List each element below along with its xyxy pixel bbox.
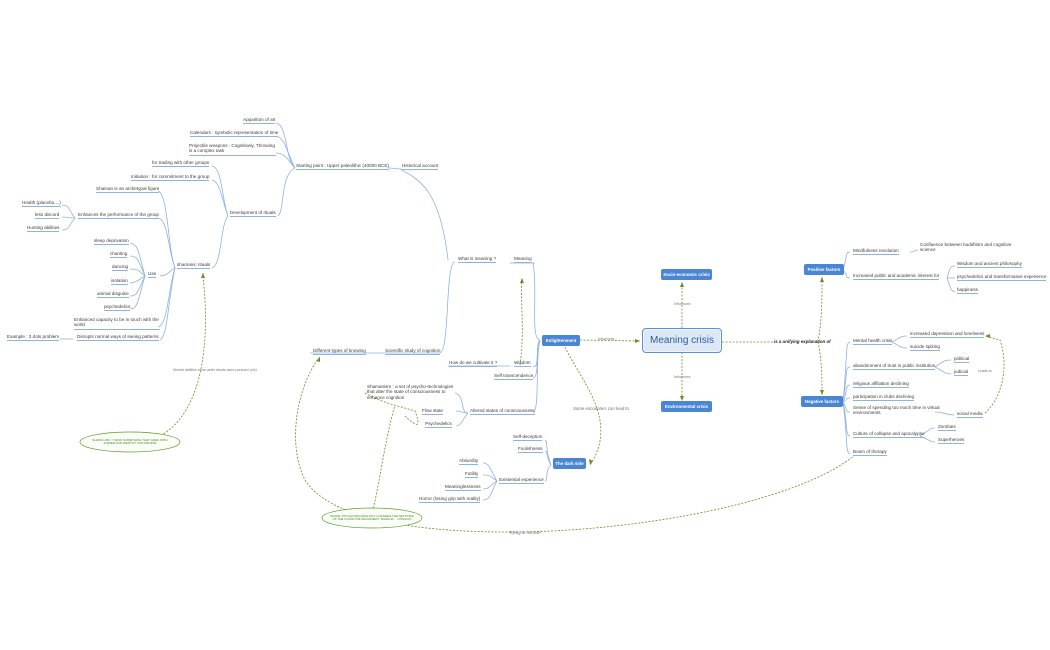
historical-account[interactable]: Historical account (402, 163, 439, 171)
note-oval-2 (321, 507, 423, 529)
scientific-study-of-cognition[interactable]: Scientific study of cognition (385, 348, 441, 356)
wisdom[interactable]: Wisdom (514, 360, 531, 368)
topic-environmental-crisis[interactable]: Environmental crisis (661, 401, 712, 412)
use-dancing[interactable]: dancing (112, 264, 129, 272)
shamanic-rituals[interactable]: shamanic rituals (177, 262, 211, 270)
relation-label: Influences (598, 337, 615, 341)
relation-leads-to: Leads to (978, 369, 992, 373)
psychedelics[interactable]: Psychedelics (425, 421, 452, 429)
social-media[interactable]: social media (957, 411, 983, 419)
foolishness[interactable]: Foolishness (518, 446, 543, 454)
relation-label: Influences (674, 375, 691, 379)
self-deception[interactable]: Self-deception (513, 434, 543, 442)
note-psychotechnology: SHAPE: PSYCHOTECHNOLOGY CHANGES THE SETT… (330, 513, 414, 521)
note-oval-1 (79, 431, 181, 453)
religious-affiliation[interactable]: religious affiliation declining (853, 381, 909, 389)
shamanism-definition[interactable]: Shamanism : a set of psycho-technologies… (367, 384, 454, 400)
use-sleep-deprivation[interactable]: sleep deprivation (94, 238, 129, 246)
clubs-declining[interactable]: participation in clubs declining (853, 394, 915, 402)
use-chanting[interactable]: chanting (110, 251, 128, 259)
topic-the-dark-side[interactable]: The dark side (553, 458, 586, 469)
boom-of-therapy[interactable]: Boom of therapy (853, 449, 887, 457)
topic-enlightenment[interactable]: Enlightenment (542, 335, 580, 346)
confluence-buddhism[interactable]: Confluence between buddhism and cognitiv… (920, 242, 1012, 253)
note-power-identity: SHAPE LINK: I THINK SOMETHING THAT GOES … (92, 437, 168, 445)
development-of-rituals[interactable]: Development of rituals (230, 210, 276, 218)
wisdom-ancient-philosophy[interactable]: Wisdom and ancient philosophy (957, 261, 1022, 269)
flow-state[interactable]: Flow state (422, 408, 443, 416)
apparition-of-art[interactable]: Apparition of art (243, 117, 276, 125)
superheroes[interactable]: Superheroes (938, 437, 965, 445)
altered-states[interactable]: Altered states of consciousness (470, 408, 535, 416)
culture-of-collapse[interactable]: Culture of collapse and apocalypse (853, 431, 925, 439)
use[interactable]: Use (148, 271, 157, 279)
meaning[interactable]: Meaning (514, 256, 532, 264)
zombies[interactable]: Zombies (938, 424, 956, 432)
relation-label: Influences (674, 302, 691, 306)
self-transcendence[interactable]: Self transcendence (494, 373, 534, 381)
use-animal-disguise[interactable]: animal disguise (97, 291, 129, 299)
mental-health-crisis[interactable]: Mental health crisis (853, 338, 893, 346)
initiation[interactable]: Initiation : for commitment to the group (131, 174, 210, 182)
enhanced-capacity[interactable]: Enhanced capacity to be in touch with th… (74, 317, 160, 330)
increased-public-interest[interactable]: Increased public and academic interest f… (853, 273, 940, 281)
starting-point[interactable]: Starting point : Upper paleolithic (4000… (296, 163, 389, 171)
less-discord[interactable]: less discord (35, 212, 60, 220)
for-trading[interactable]: for trading with other groups (152, 160, 210, 168)
relation-trying-to-recover: Trying to recover (509, 530, 541, 535)
projectile-weapons[interactable]: Projectile weapons : Cognitively, Throwi… (189, 143, 276, 156)
meaninglessness[interactable]: Meaninglessness (445, 484, 481, 492)
enhances-performance[interactable]: Enhances the performance of the group (78, 212, 159, 220)
relation-unifying-explanation: is a unifying explanation of (774, 339, 831, 344)
use-isolation[interactable]: isolation (111, 278, 128, 286)
use-psychedelics[interactable]: psychedelics (104, 304, 131, 312)
judicial[interactable]: judicial (954, 369, 969, 377)
different-types-of-knowing[interactable]: Different types of knowing (313, 348, 366, 356)
what-is-meaning[interactable]: What is meaning ? (458, 256, 497, 264)
topic-socio-economic-crisis[interactable]: Socio-economic crisis (661, 269, 712, 280)
suicide-spiking[interactable]: suicide spiking (910, 344, 940, 352)
existential-experience[interactable]: Existential experience (499, 477, 544, 485)
virtual-environments[interactable]: Sense of spending too much time in virtu… (853, 405, 940, 416)
relation-some-encounters: Some encounters can lead to (573, 406, 629, 411)
futility[interactable]: Futility (465, 471, 479, 479)
abandonment-of-trust[interactable]: abandonment of trust in public instituti… (853, 363, 936, 371)
health-placebo[interactable]: Health (placebo,...) (22, 200, 61, 208)
how-do-we-cultivate[interactable]: How do we cultivate it ? (449, 360, 498, 368)
increased-depression[interactable]: increased depression and loneliness (910, 331, 985, 339)
mindfulness-revolution[interactable]: Mindfulness revolution (853, 248, 899, 256)
relation-mental-abilities: Mental abilities more while rituals were… (173, 368, 257, 372)
hunting-abilities[interactable]: Hunting abilities (27, 225, 60, 233)
horror[interactable]: Horror (losing grip with reality) (419, 496, 481, 504)
disrupts-patterns[interactable]: Disrupts normal ways of seeing patterns (77, 334, 159, 342)
happiness[interactable]: happiness (957, 287, 978, 295)
absurdity[interactable]: Absurdity (459, 458, 479, 466)
shaman-archetypal[interactable]: Shaman is an archetypal figure (96, 186, 160, 194)
calendars[interactable]: Calendars : symbolic representation of t… (190, 130, 279, 138)
central-topic[interactable]: Meaning crisis (642, 328, 722, 353)
psychedelics-transformative[interactable]: psychedelics and transformative experien… (957, 274, 1047, 282)
topic-positive-factors[interactable]: Positive factors (804, 264, 844, 275)
political[interactable]: political (954, 356, 970, 364)
topic-negative-factors[interactable]: Negative factors (801, 396, 843, 407)
example-3-dots[interactable]: Example : 3 dots problem (7, 334, 60, 342)
